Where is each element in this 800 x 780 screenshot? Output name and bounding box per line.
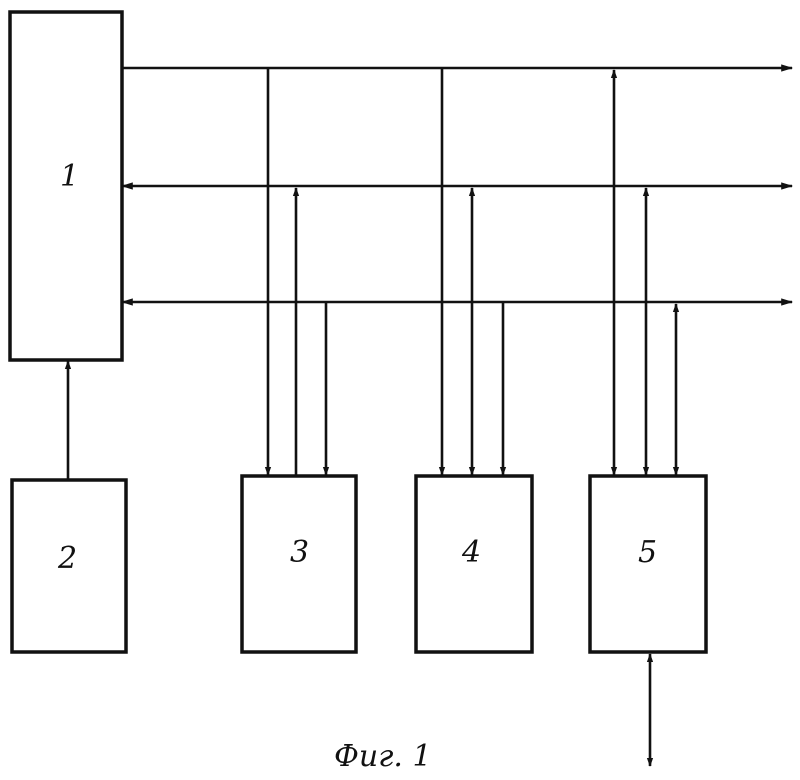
block-5: 5 bbox=[590, 476, 706, 652]
block-3-label: 3 bbox=[290, 535, 309, 570]
block-1: 1 bbox=[10, 12, 122, 360]
block-2: 2 bbox=[12, 480, 126, 652]
block-3: 3 bbox=[242, 476, 356, 652]
block-5-label: 5 bbox=[638, 535, 657, 570]
block-2-label: 2 bbox=[57, 541, 77, 576]
block-4: 4 bbox=[416, 476, 532, 652]
figure-caption: Фиг. 1 bbox=[334, 739, 432, 774]
block-4-label: 4 bbox=[461, 535, 481, 570]
block-1-label: 1 bbox=[60, 159, 79, 194]
